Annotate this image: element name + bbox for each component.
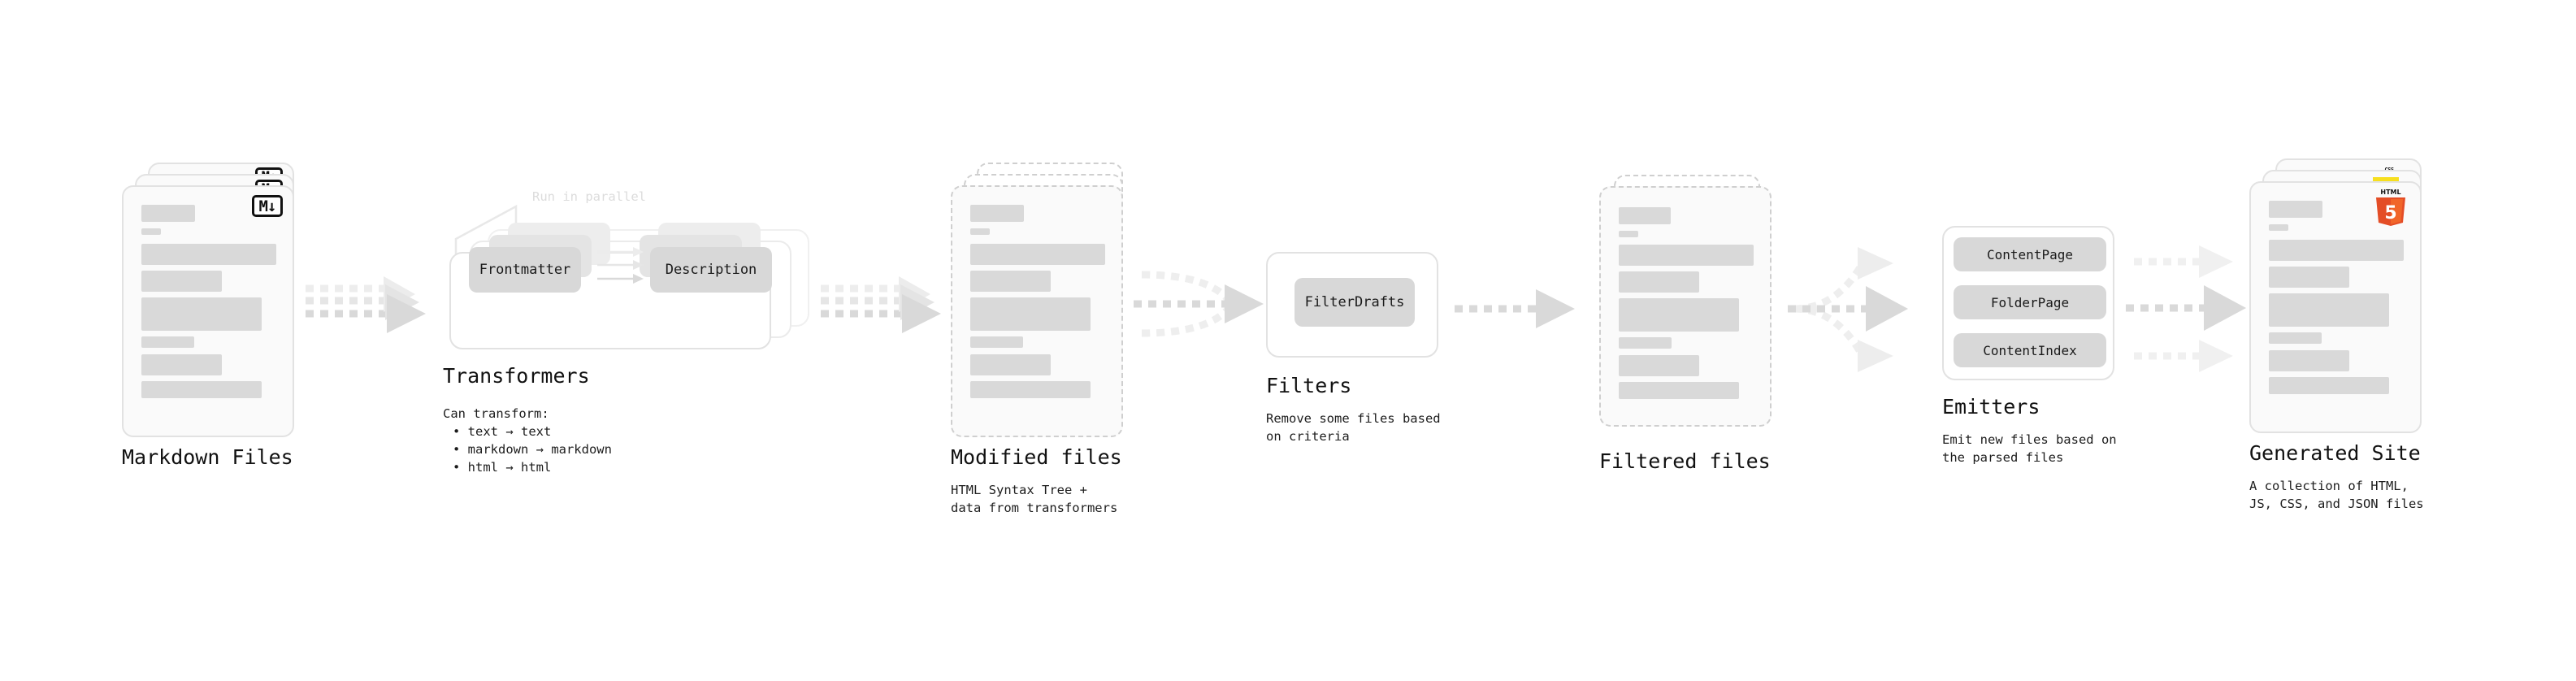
filter-chip-filterdrafts[interactable]: FilterDrafts <box>1295 278 1415 327</box>
generated-card-front: HTML 5 <box>2249 181 2422 433</box>
markdown-doc-skeleton: M↓ <box>124 187 293 436</box>
arrow-emitters-to-site <box>2126 234 2264 380</box>
arrow-filtered-to-emitters <box>1788 236 1942 390</box>
arrow-markdown-to-transformers <box>306 276 432 349</box>
transformer-chip-description-label: Description <box>665 262 757 278</box>
arrow-filters-to-filtered <box>1455 286 1585 335</box>
filtered-doc-skeleton <box>1601 188 1770 425</box>
transformers-bullet-0: • text → text <box>453 424 552 439</box>
emitters-box: ContentPage FolderPage ContentIndex <box>1942 226 2114 380</box>
markdown-card-front: M↓ <box>122 185 294 437</box>
markdown-card-stack: M↓ M↓ M↓ <box>122 163 309 439</box>
stage-title-transformers: Transformers <box>443 364 590 388</box>
modified-files-subtitle: HTML Syntax Tree + data from transformer… <box>951 483 1118 515</box>
stage-title-filtered-files: Filtered files <box>1599 449 1771 473</box>
transformer-chip-frontmatter[interactable]: Frontmatter <box>469 247 581 293</box>
transformers-subtitle: Can transform: <box>443 406 549 421</box>
emitter-chip-contentindex-label: ContentIndex <box>1983 342 2077 358</box>
markdown-badge: M↓ <box>252 195 283 217</box>
svg-text:HTML: HTML <box>2380 189 2400 196</box>
modified-card-stack <box>951 163 1138 439</box>
transformer-chip-frontmatter-label: Frontmatter <box>479 262 571 278</box>
filter-chip-filterdrafts-label: FilterDrafts <box>1304 294 1405 310</box>
filters-subtitle: Remove some files based on criteria <box>1266 411 1441 444</box>
stage-title-generated-site: Generated Site <box>2249 441 2421 465</box>
stage-title-modified-files: Modified files <box>951 445 1122 469</box>
generated-site-subtitle: A collection of HTML, JS, CSS, and JSON … <box>2249 479 2424 511</box>
run-in-parallel-label: Run in parallel <box>532 189 646 204</box>
emitter-chip-folderpage[interactable]: FolderPage <box>1954 285 2106 319</box>
stage-generated-site: CSS HTML 5 <box>2249 158 2436 511</box>
emitter-chip-contentpage[interactable]: ContentPage <box>1954 237 2106 271</box>
generated-doc-skeleton: HTML 5 <box>2251 183 2420 432</box>
generated-card-stack: CSS HTML 5 <box>2249 158 2436 443</box>
stage-title-emitters: Emitters <box>1942 395 2040 419</box>
stage-modified-files: Modified files HTML Syntax Tree + data f… <box>951 163 1138 515</box>
html5-badge-number: 5 <box>2384 203 2396 223</box>
filters-box: FilterDrafts <box>1266 252 1438 358</box>
modified-doc-skeleton <box>952 187 1121 436</box>
transformers-bullet-1: • markdown → markdown <box>453 442 612 457</box>
transformers-bullet-2: • html → html <box>453 460 552 475</box>
emitter-chip-contentindex[interactable]: ContentIndex <box>1954 333 2106 367</box>
modified-card-front <box>951 185 1123 437</box>
stage-title-markdown-files: Markdown Files <box>122 445 293 469</box>
transformer-inner-arrows <box>597 247 644 284</box>
transformer-box-front: Frontmatter Description <box>449 223 772 349</box>
arrow-transformers-to-modified <box>821 276 947 349</box>
filtered-card-front <box>1599 186 1772 427</box>
transformer-chip-description[interactable]: Description <box>650 247 772 293</box>
emitter-chip-contentpage-label: ContentPage <box>1987 246 2073 262</box>
emitter-chip-folderpage-label: FolderPage <box>1990 294 2070 310</box>
stage-title-filters: Filters <box>1266 374 1352 397</box>
html5-badge: HTML 5 <box>2376 189 2405 226</box>
emitters-subtitle: Emit new files based on the parsed files <box>1942 432 2117 465</box>
stage-filtered-files: Filtered files <box>1599 175 1786 473</box>
arrow-modified-to-filters <box>1134 258 1288 356</box>
stage-markdown-files: M↓ M↓ M↓ <box>122 163 309 469</box>
markdown-badge-label: M↓ <box>258 197 277 215</box>
filtered-card-stack <box>1599 175 1786 443</box>
